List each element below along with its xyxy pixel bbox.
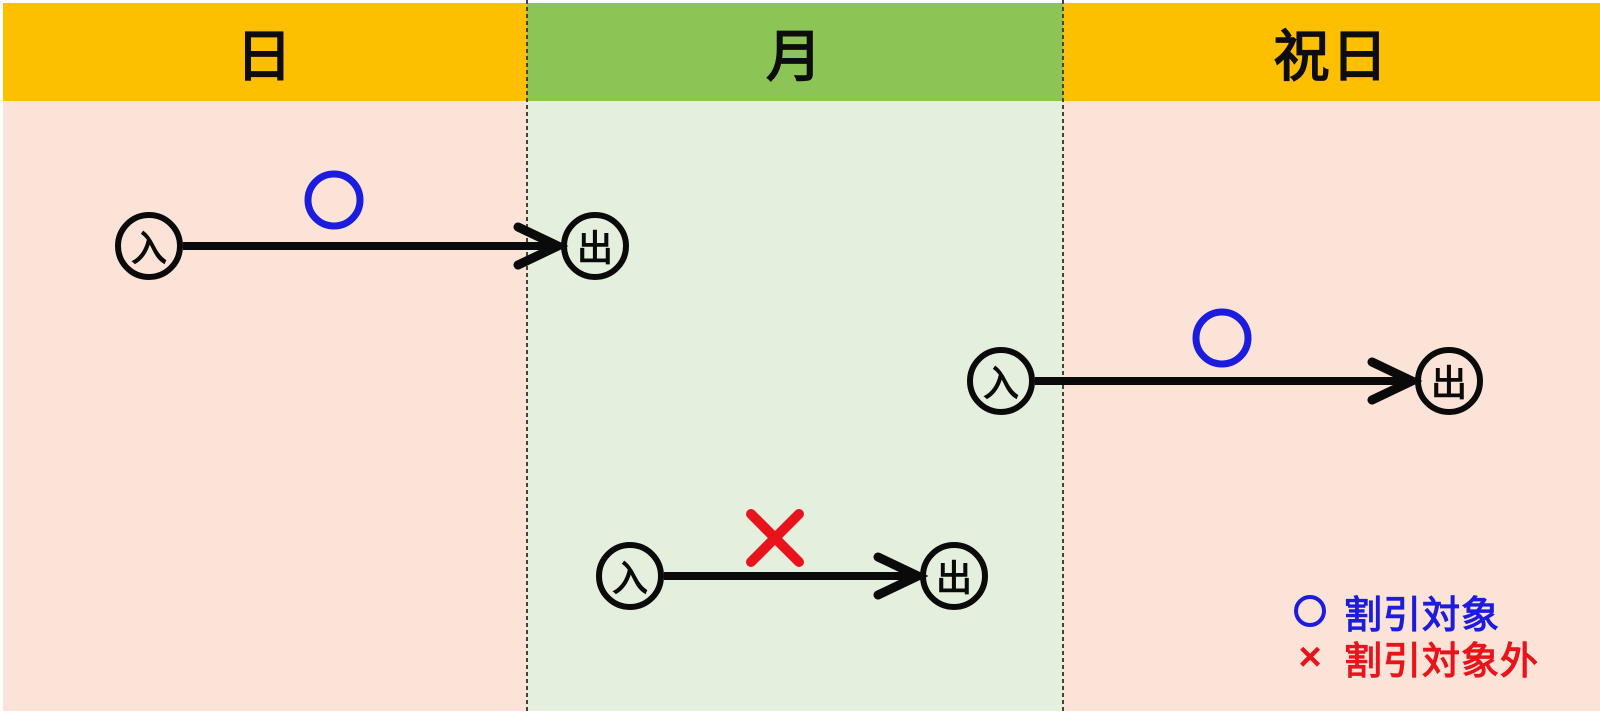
column-divider-sunday-monday xyxy=(526,0,528,711)
legend-symbol-cell: × xyxy=(1290,637,1330,677)
column-holiday: 祝日 xyxy=(1063,3,1600,711)
column-body-holiday xyxy=(1063,101,1600,711)
no-discount-x-icon: × xyxy=(1298,635,1322,679)
column-header-monday: 月 xyxy=(527,3,1063,101)
column-sunday: 日 xyxy=(3,3,527,711)
legend-item-discount: 割引対象 xyxy=(1290,591,1539,637)
legend: 割引対象 × 割引対象外 xyxy=(1290,591,1539,683)
legend-label-discount: 割引対象 xyxy=(1344,594,1501,637)
column-header-sunday-label: 日 xyxy=(236,24,294,88)
column-divider-monday-holiday xyxy=(1062,0,1064,711)
column-monday: 月 xyxy=(527,3,1063,711)
legend-item-no-discount: × 割引対象外 xyxy=(1290,637,1539,683)
column-header-monday-label: 月 xyxy=(766,24,824,88)
column-body-sunday xyxy=(3,101,527,711)
legend-label-no-discount: 割引対象外 xyxy=(1344,640,1540,683)
column-header-holiday-label: 祝日 xyxy=(1273,24,1390,88)
discount-circle-icon xyxy=(1294,595,1326,627)
legend-symbol-cell xyxy=(1290,595,1330,627)
column-body-monday xyxy=(527,101,1063,711)
column-header-sunday: 日 xyxy=(3,3,527,101)
column-header-holiday: 祝日 xyxy=(1063,3,1600,101)
